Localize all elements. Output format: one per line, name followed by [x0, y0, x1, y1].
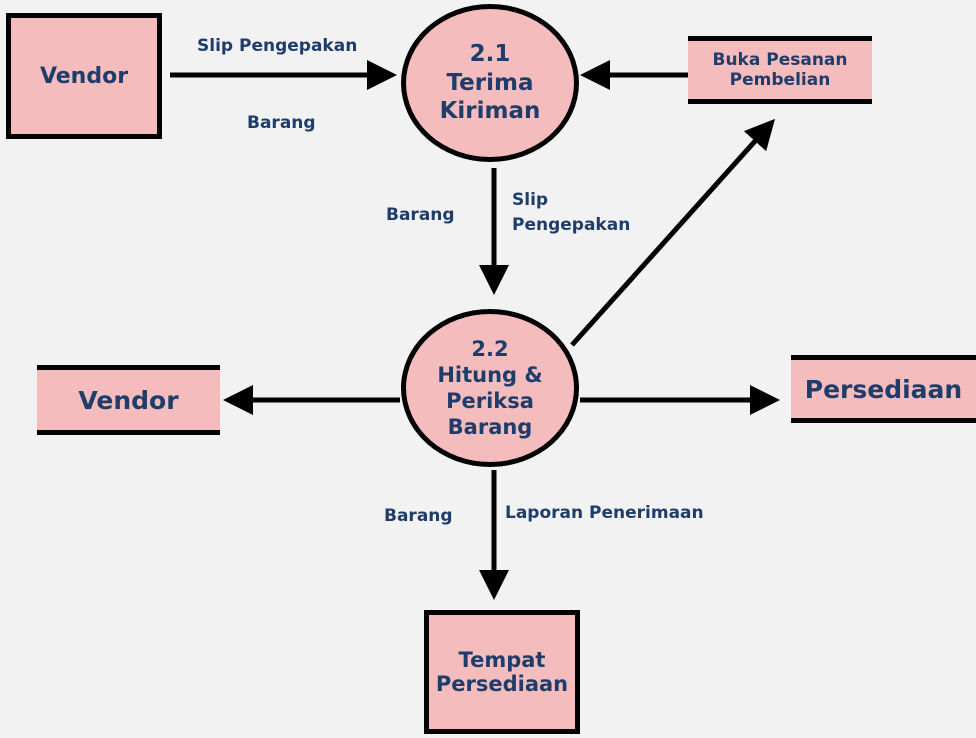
process-2-1-id: 2.1: [469, 40, 511, 67]
process-2-1-line2: Kiriman: [439, 98, 541, 125]
flow-label-laporan-penerimaan: Laporan Penerimaan: [505, 503, 704, 523]
vendor-source-label: Vendor: [39, 63, 129, 89]
buka-pesanan-line2: Pembelian: [729, 70, 831, 90]
tempat-persediaan-line1: Tempat: [458, 648, 546, 672]
vendor-store-label: Vendor: [78, 385, 179, 415]
slip-mid-line1: Slip: [512, 190, 549, 210]
process-2-2-line2: Periksa: [446, 389, 534, 413]
tempat-persediaan-line2: Persediaan: [435, 672, 569, 696]
flow-label-barang-bottom: Barang: [384, 506, 453, 526]
persediaan-store: Persediaan: [791, 355, 976, 423]
flow-label-barang-top: Barang: [247, 113, 316, 133]
flow-label-barang-mid: Barang: [386, 205, 455, 225]
arrow-hitung-to-buka: [570, 118, 776, 347]
flow-label-slip-pengepakan-mid: Slip Pengepakan: [512, 188, 630, 237]
process-2-2-line3: Barang: [447, 415, 533, 440]
flow-label-slip-pengepakan-top: Slip Pengepakan: [197, 36, 358, 56]
slip-mid-line2: Pengepakan: [512, 214, 631, 235]
buka-pesanan-line1: Buka Pesanan: [712, 50, 848, 70]
tempat-persediaan-entity: Tempat Persediaan: [424, 610, 580, 734]
buka-pesanan-store: Buka Pesanan Pembelian: [688, 36, 872, 104]
process-2-2-id: 2.2: [471, 336, 509, 361]
process-2-1-line1: Terima: [446, 69, 534, 96]
persediaan-store-label: Persediaan: [804, 374, 963, 404]
vendor-store: Vendor: [37, 365, 220, 435]
process-2-2-hitung-periksa: 2.2 Hitung & Periksa Barang: [401, 309, 579, 467]
vendor-source-entity: Vendor: [6, 13, 162, 139]
process-2-2-line1: Hitung &: [437, 362, 543, 387]
process-2-1-terima-kiriman: 2.1 Terima Kiriman: [401, 4, 579, 162]
